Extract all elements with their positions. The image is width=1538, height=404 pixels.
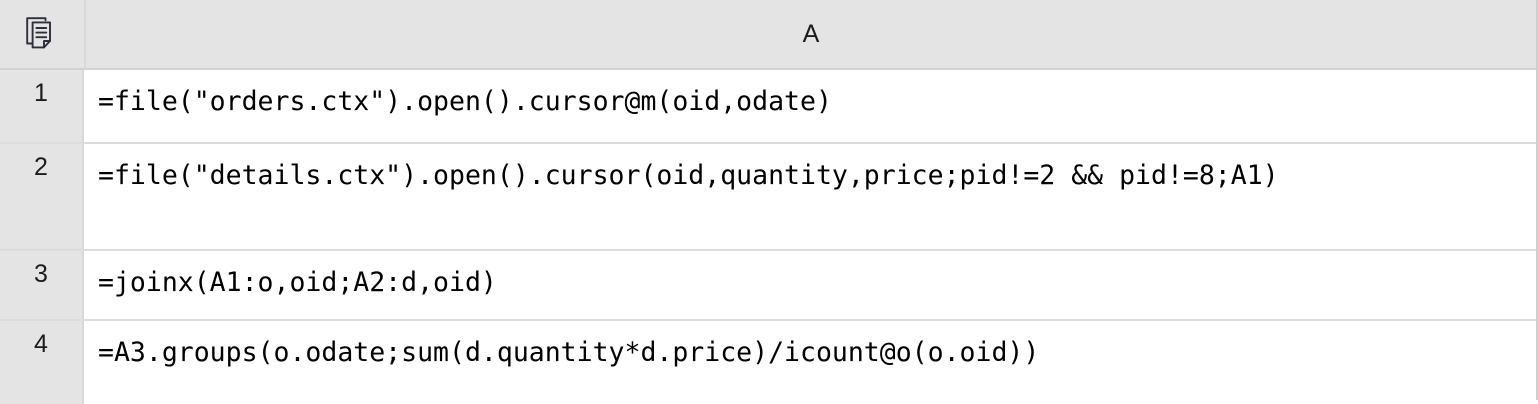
cell-a1[interactable]: =file("orders.ctx").open().cursor@m(oid,… <box>84 70 1536 142</box>
table-row: 1 =file("orders.ctx").open().cursor@m(oi… <box>0 70 1536 144</box>
table-row: 2 =file("details.ctx").open().cursor(oid… <box>0 144 1536 251</box>
cell-a3[interactable]: =joinx(A1:o,oid;A2:d,oid) <box>84 251 1536 319</box>
select-all-corner-cell[interactable] <box>0 0 86 68</box>
copy-documents-icon[interactable] <box>25 16 59 52</box>
cell-a2[interactable]: =file("details.ctx").open().cursor(oid,q… <box>84 144 1536 249</box>
column-header-row: A <box>0 0 1536 70</box>
row-header-1[interactable]: 1 <box>0 70 84 142</box>
row-header-3[interactable]: 3 <box>0 251 84 319</box>
row-header-2[interactable]: 2 <box>0 144 84 249</box>
row-header-4[interactable]: 4 <box>0 321 84 404</box>
table-row: 4 =A3.groups(o.odate;sum(d.quantity*d.pr… <box>0 321 1536 404</box>
table-row: 3 =joinx(A1:o,oid;A2:d,oid) <box>0 251 1536 321</box>
cell-a4[interactable]: =A3.groups(o.odate;sum(d.quantity*d.pric… <box>84 321 1536 404</box>
column-header-a[interactable]: A <box>86 0 1536 68</box>
